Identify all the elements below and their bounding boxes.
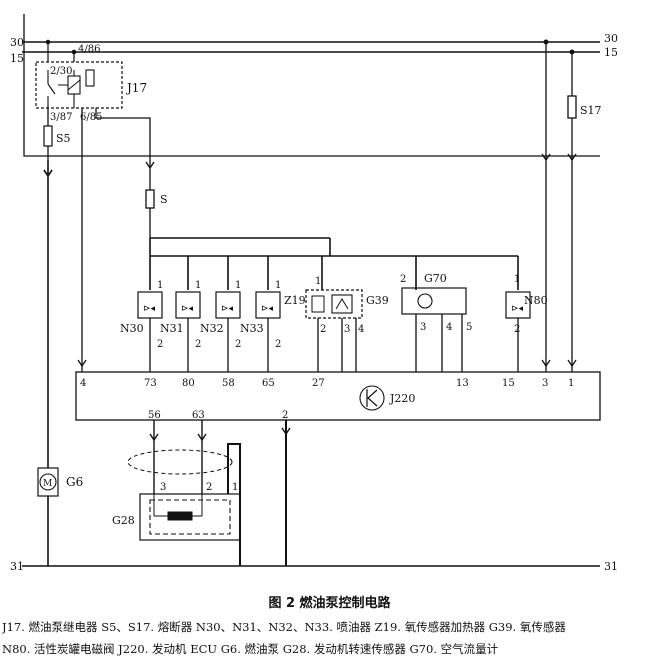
wire-relay-fuse-s <box>95 108 155 238</box>
fuel-pump-circuit-diagram: 30 15 30 15 31 31 J17 2/30 4/86 3/87 6/8… <box>10 14 618 573</box>
fuse-s-label: S <box>160 193 168 206</box>
pin-n80-1: 1 <box>514 274 520 285</box>
pin-g70-5: 5 <box>466 322 472 333</box>
oxygen-sensor-z19-g39 <box>305 289 363 372</box>
speed-sensor-g28-label: G28 <box>112 514 135 527</box>
pin-g70-3: 3 <box>420 322 426 333</box>
wire-g6 <box>43 160 53 566</box>
pin-n80-2: 2 <box>514 324 520 335</box>
pin-g28-2: 2 <box>206 482 212 493</box>
shield-ellipse <box>127 449 233 475</box>
ecu-pin-63: 63 <box>192 410 205 421</box>
rail-15-label-left: 15 <box>10 52 24 65</box>
fuse-s17-label: S17 <box>580 104 602 117</box>
rail-30-label-left: 30 <box>10 36 24 49</box>
ecu-pin-27: 27 <box>312 378 325 389</box>
svg-text:⊳◂: ⊳◂ <box>511 304 524 314</box>
canister-valve-n80-label: N80 <box>524 294 548 307</box>
figure-title: 图 2 燃油泵控制电路 <box>268 596 391 611</box>
pin-z19-1: 1 <box>315 276 321 287</box>
pin-n30-2: 2 <box>157 339 163 350</box>
fuse-s17 <box>567 49 577 372</box>
pin-g28-3: 3 <box>160 482 166 493</box>
pin-g28-1: 1 <box>232 482 238 493</box>
injector-n31: ⊳◂ <box>175 291 201 372</box>
svg-text:M: M <box>43 479 52 489</box>
pin-n33-1: 1 <box>275 280 281 291</box>
pin-g70-2: 2 <box>400 274 406 285</box>
rail-15-label-right: 15 <box>604 46 618 59</box>
pin-z19-2: 2 <box>320 324 326 335</box>
svg-text:⊳◂: ⊳◂ <box>143 304 156 314</box>
ecu-pin-56: 56 <box>148 410 161 421</box>
ecu-pin-65: 65 <box>262 378 275 389</box>
air-flow-meter-g70-label: G70 <box>424 272 447 285</box>
pin-g70-4: 4 <box>446 322 452 333</box>
pin-n30-1: 1 <box>157 280 163 291</box>
relay-pin-3-87: 3/87 <box>50 112 72 123</box>
pin-n33-2: 2 <box>275 339 281 350</box>
legend-line-1: J17. 燃油泵继电器 S5、S17. 熔断器 N30、N31、N32、N33.… <box>2 620 566 634</box>
rail-31-label-left: 31 <box>10 560 24 573</box>
ecu-pin-80: 80 <box>182 378 195 389</box>
ecu-j220 <box>75 371 601 421</box>
pin-n31-2: 2 <box>195 339 201 350</box>
ecu-pin-4: 4 <box>80 378 86 389</box>
pin-n32-2: 2 <box>235 339 241 350</box>
fuse-s5 <box>43 108 53 160</box>
injector-n31-label: N31 <box>160 322 184 335</box>
pin-g39-4: 4 <box>358 324 364 335</box>
pin-g39-3: 3 <box>344 324 350 335</box>
relay-pin-6-85: 6/85 <box>80 112 102 123</box>
rail-30-label-right: 30 <box>604 32 618 45</box>
supply-bus <box>149 237 519 290</box>
ecu-pin-2-bottom: 2 <box>282 410 288 421</box>
ecu-pin-3: 3 <box>542 378 548 389</box>
ecu-pin-13: 13 <box>456 378 469 389</box>
air-flow-meter-g70 <box>401 287 467 372</box>
rail-31-label-right: 31 <box>604 560 618 573</box>
relay-pin-2-30: 2/30 <box>50 66 72 77</box>
sensor-g39-label: G39 <box>366 294 389 307</box>
ecu-pin-58: 58 <box>222 378 235 389</box>
relay-j17-label: J17 <box>125 81 147 95</box>
ecu-pin-73: 73 <box>144 378 157 389</box>
svg-text:⊳◂: ⊳◂ <box>221 304 234 314</box>
svg-text:⊳◂: ⊳◂ <box>261 304 274 314</box>
relay-pin-4-86: 4/86 <box>78 44 100 55</box>
injector-n32: ⊳◂ <box>215 291 241 372</box>
legend-line-2: N80. 活性炭罐电磁阀 J220. 发动机 ECU G6. 燃油泵 G28. … <box>2 642 499 656</box>
injector-n32-label: N32 <box>200 322 224 335</box>
motor-g6: M <box>37 467 59 497</box>
fuse-s5-label: S5 <box>56 132 71 145</box>
ecu-j220-label: J220 <box>389 392 415 405</box>
wire-rail30-ecu-3 <box>541 39 551 372</box>
svg-text:⊳◂: ⊳◂ <box>181 304 194 314</box>
wire-ecu-g28 <box>149 420 291 566</box>
motor-g6-label: G6 <box>66 475 83 489</box>
ecu-pin-15: 15 <box>502 378 515 389</box>
ecu-pin-1: 1 <box>568 378 574 389</box>
pin-n31-1: 1 <box>195 280 201 291</box>
canister-valve-n80: ⊳◂ <box>505 291 531 372</box>
injector-n30-label: N30 <box>120 322 144 335</box>
wire-relay-ecu-4 <box>77 108 87 372</box>
injector-n30: ⊳◂ <box>137 291 163 372</box>
speed-sensor-g28 <box>139 493 241 541</box>
injector-n33: ⊳◂ <box>255 291 281 372</box>
pin-n32-1: 1 <box>235 280 241 291</box>
relay-j17 <box>35 39 123 109</box>
fuse-box-frame <box>23 14 600 157</box>
heater-z19-label: Z19 <box>284 294 306 307</box>
injector-n33-label: N33 <box>240 322 264 335</box>
